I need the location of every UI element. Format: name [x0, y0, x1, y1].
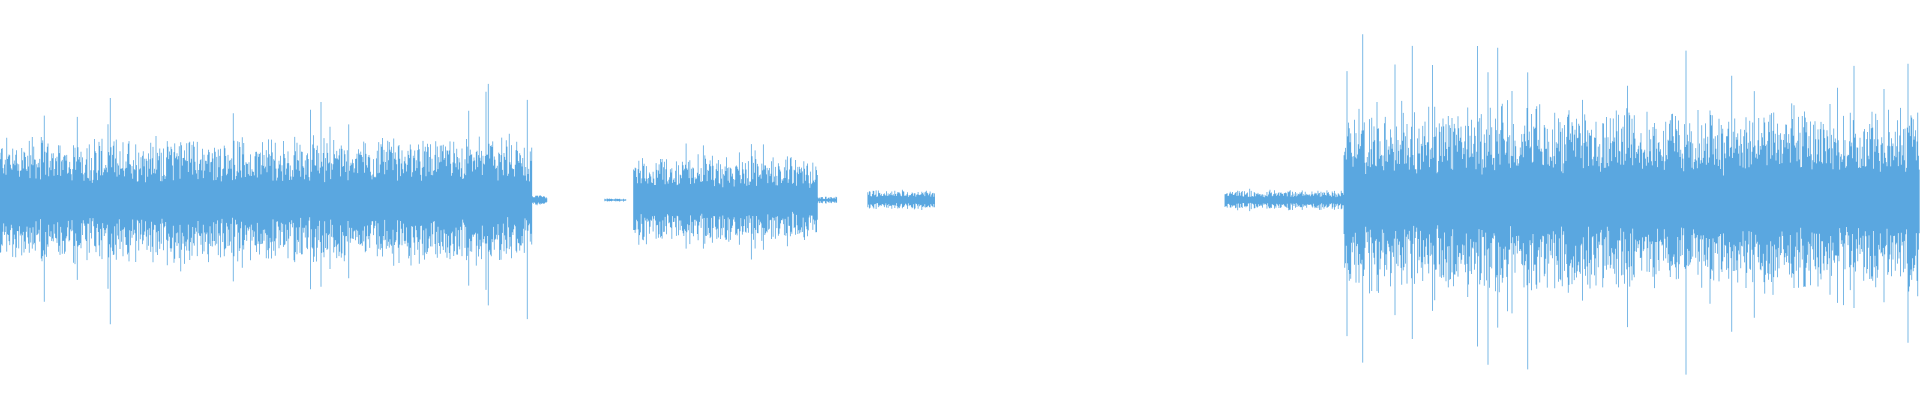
waveform-trace — [0, 34, 1920, 375]
waveform-path — [0, 34, 1920, 375]
